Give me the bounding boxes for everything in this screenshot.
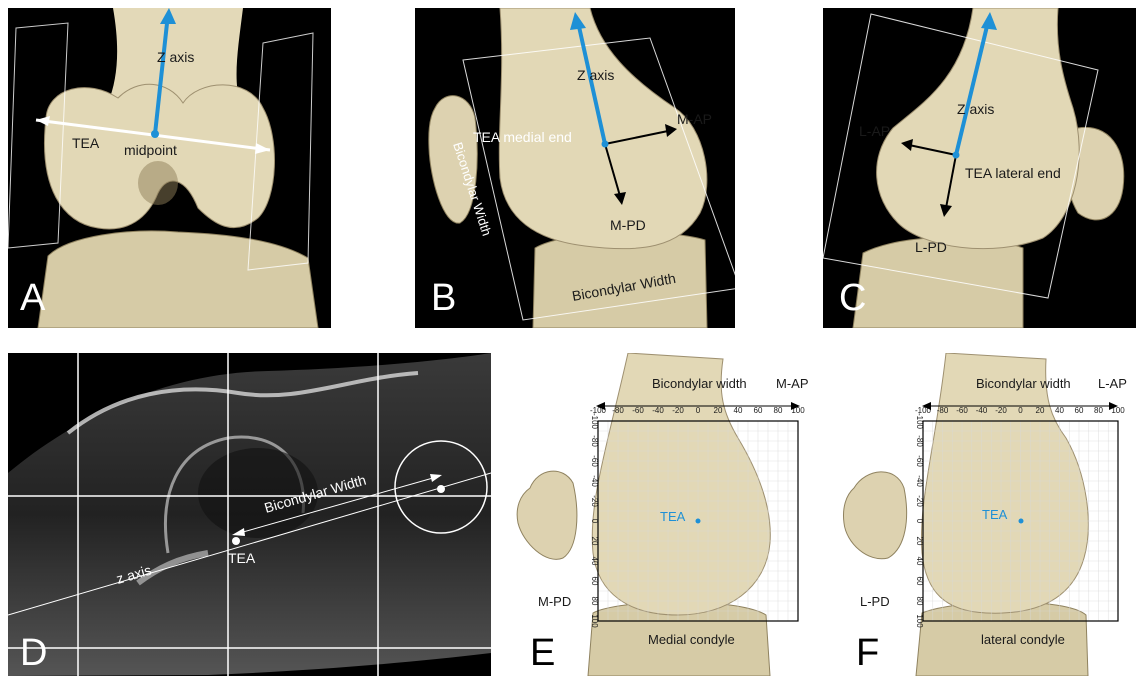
panel-a-illustration: Z axis TEA midpoint A (8, 8, 331, 328)
x-tick-label: 80 (1094, 406, 1103, 415)
bicondylar-width-label: Bicondylar width (652, 376, 747, 391)
y-tick-label: -40 (915, 475, 924, 487)
x-tick-label: 40 (1055, 406, 1064, 415)
y-tick-label: -20 (590, 495, 599, 507)
z-axis-label: Z axis (577, 67, 614, 83)
m-pd-label: M-PD (610, 217, 646, 233)
y-tick-label: 0 (915, 519, 924, 524)
panel-letter: D (20, 632, 47, 674)
y-tick-label: -60 (915, 455, 924, 467)
patella-shape (517, 471, 577, 559)
panel-d-ct-image: Bicondylar Width TEA z axis D (8, 353, 491, 676)
z-axis-label: Z axis (157, 49, 194, 65)
y-tick-label: 60 (590, 577, 599, 586)
x-tick-label: -40 (976, 406, 988, 415)
x-tick-label: -60 (632, 406, 644, 415)
femur-lateral-shape (877, 8, 1080, 249)
y-tick-label: -20 (915, 495, 924, 507)
m-pd-label: M-PD (538, 594, 571, 609)
x-axis-tick-labels: -100-80-60-40-20020406080100 (590, 406, 805, 415)
l-ap-label: L-AP (1098, 376, 1127, 391)
panel-letter: A (20, 277, 46, 319)
tibia-shape (38, 231, 318, 328)
tea-dot (232, 537, 240, 545)
m-ap-label: M-AP (677, 111, 712, 127)
tea-origin-dot (1019, 519, 1024, 524)
tea-lateral-end-label: TEA lateral end (965, 165, 1061, 181)
y-tick-label: 80 (915, 597, 924, 606)
x-tick-label: -80 (612, 406, 624, 415)
panel-letter: B (431, 277, 456, 319)
panel-f-illustration: -100-80-60-40-20020406080100 -100-80-60-… (826, 353, 1136, 676)
tea-label: TEA (72, 135, 100, 151)
l-pd-label: L-PD (860, 594, 890, 609)
y-tick-label: 0 (590, 519, 599, 524)
y-tick-label: 100 (590, 614, 599, 628)
x-tick-label: -80 (937, 406, 949, 415)
tea-lateral-end-dot (953, 152, 960, 159)
x-tick-label: 20 (714, 406, 723, 415)
m-ap-label: M-AP (776, 376, 809, 391)
panel-b-illustration: Z axis TEA medial end M-AP M-PD Bicondyl… (415, 8, 735, 328)
tea-medial-end-label: TEA medial end (473, 129, 572, 145)
intercondylar-notch-shape (138, 161, 178, 205)
tea-label: TEA (982, 507, 1008, 522)
x-tick-label: 20 (1036, 406, 1045, 415)
y-axis-tick-labels: -100 -80 -60 -40 -20 0 20 40 60 80 100 (590, 413, 599, 628)
tea-arrowhead-left (36, 116, 50, 126)
x-tick-label: 0 (1018, 406, 1023, 415)
y-tick-label: 100 (915, 614, 924, 628)
bicondylar-width-label: Bicondylar width (976, 376, 1071, 391)
x-tick-label: -40 (652, 406, 664, 415)
y-tick-label: 20 (915, 537, 924, 546)
panel-d: Bicondylar Width TEA z axis D (8, 353, 491, 676)
panel-c: Z axis L-AP TEA lateral end L-PD C (823, 8, 1136, 328)
midpoint-label: midpoint (124, 142, 177, 158)
panel-b: Z axis TEA medial end M-AP M-PD Bicondyl… (415, 8, 735, 328)
x-tick-label: -20 (995, 406, 1007, 415)
l-ap-label: L-AP (859, 123, 890, 139)
l-pd-label: L-PD (915, 239, 947, 255)
tea-label: TEA (228, 550, 256, 566)
y-tick-label: 20 (590, 537, 599, 546)
y-axis-tick-labels: -100 -80 -60 -40 -20 0 20 40 60 80 100 (915, 413, 924, 628)
tea-label: TEA (660, 509, 686, 524)
x-tick-label: 0 (696, 406, 701, 415)
panel-letter: F (856, 632, 879, 674)
y-tick-label: -100 (915, 413, 924, 430)
condyle-label: Medial condyle (648, 632, 735, 647)
y-tick-label: 40 (590, 557, 599, 566)
y-tick-label: -80 (590, 435, 599, 447)
x-tick-label: 60 (1075, 406, 1084, 415)
y-tick-label: 80 (590, 597, 599, 606)
patella-shape (843, 472, 906, 559)
panel-letter: E (530, 632, 555, 674)
y-tick-label: -60 (590, 455, 599, 467)
condyle-label: lateral condyle (981, 632, 1065, 647)
femur-medial-shape (592, 353, 770, 615)
condyle-center-dot (437, 485, 445, 493)
y-tick-label: 60 (915, 577, 924, 586)
y-tick-label: 40 (915, 557, 924, 566)
x-tick-label: -20 (672, 406, 684, 415)
y-tick-label: -80 (915, 435, 924, 447)
femur-lateral-shape (921, 353, 1088, 613)
panel-letter: C (839, 277, 866, 319)
tea-medial-end-dot (602, 141, 609, 148)
panel-c-illustration: Z axis L-AP TEA lateral end L-PD C (823, 8, 1136, 328)
x-tick-label: 80 (774, 406, 783, 415)
z-axis-label: Z axis (957, 101, 994, 117)
tea-origin-dot (696, 519, 701, 524)
x-tick-label: -60 (956, 406, 968, 415)
x-tick-label: 60 (754, 406, 763, 415)
y-tick-label: -100 (590, 413, 599, 430)
x-tick-label: 40 (734, 406, 743, 415)
midpoint-dot (151, 130, 159, 138)
panel-a: Z axis TEA midpoint A (8, 8, 331, 328)
y-tick-label: -40 (590, 475, 599, 487)
